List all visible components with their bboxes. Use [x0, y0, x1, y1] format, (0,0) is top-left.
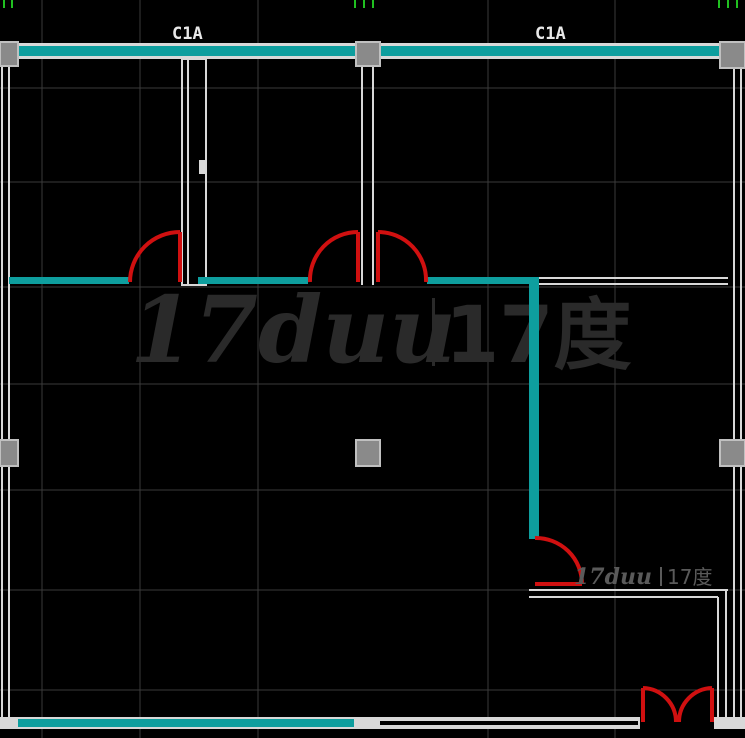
- columns: [0, 41, 745, 467]
- doors: [128, 229, 714, 723]
- partition-marker: [199, 160, 205, 174]
- exterior-walls: [1, 59, 742, 720]
- watermark-divider: [432, 298, 435, 366]
- door-1: [128, 230, 182, 283]
- top-window-right: [378, 46, 723, 56]
- top-window-left: [14, 46, 358, 56]
- door-3: [376, 229, 429, 283]
- axis-ticks: [3, 0, 738, 8]
- watermark-large: 17duu 17度: [130, 276, 632, 384]
- column-mid-left: [0, 439, 19, 467]
- watermark-small: 17duu 17度: [574, 564, 712, 590]
- column-top-left: [0, 41, 19, 67]
- bottom-window: [18, 719, 354, 727]
- corridor-partitions: [9, 277, 539, 539]
- watermark-small-cjk: 17度: [667, 565, 712, 589]
- column-top-right: [719, 41, 745, 69]
- watermark-latin: 17duu: [130, 276, 456, 384]
- entrance-opening: [640, 717, 714, 729]
- door-2: [307, 229, 360, 283]
- bottom-exterior-wall: [0, 717, 745, 729]
- column-mid-middle: [355, 439, 381, 467]
- door-4: [534, 535, 584, 586]
- interior-partitions-white: [181, 58, 374, 286]
- watermark-small-latin: 17duu: [574, 564, 652, 590]
- window-label-right: C1A: [535, 24, 566, 44]
- column-top-middle: [355, 41, 381, 67]
- entrance-double-door: [641, 686, 714, 723]
- right-partitions: [529, 277, 728, 717]
- window-label-left: C1A: [172, 24, 203, 44]
- column-mid-right: [719, 439, 745, 467]
